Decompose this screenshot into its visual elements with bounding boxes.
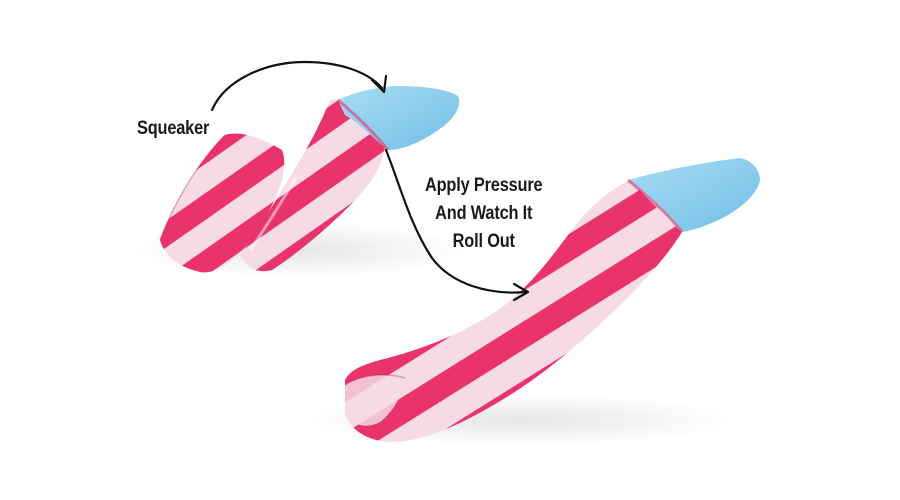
unrolled-toy — [344, 158, 760, 443]
squeaker-label: Squeaker — [137, 118, 210, 139]
arrow-squeaker-head — [370, 74, 388, 94]
rolled-blue-tip — [338, 86, 460, 150]
apply-pressure-line-3: Roll Out — [452, 231, 515, 252]
arrow-rollout-head — [512, 282, 530, 302]
rolled-flap — [160, 133, 285, 273]
apply-pressure-line-2: And Watch It — [435, 203, 533, 224]
unrolled-ribbon — [345, 180, 682, 443]
rolled-body — [240, 99, 387, 272]
arrows — [210, 60, 530, 302]
rolled-toy — [159, 86, 460, 273]
unrolled-blue-tip — [628, 158, 760, 232]
apply-pressure-line-1: Apply Pressure — [425, 175, 543, 196]
unrolled-end-fold — [345, 374, 405, 426]
arrow-squeaker — [210, 60, 384, 112]
apply-pressure-label: Apply Pressure And Watch It Roll Out — [425, 172, 543, 256]
arrow-rollout — [384, 148, 528, 294]
